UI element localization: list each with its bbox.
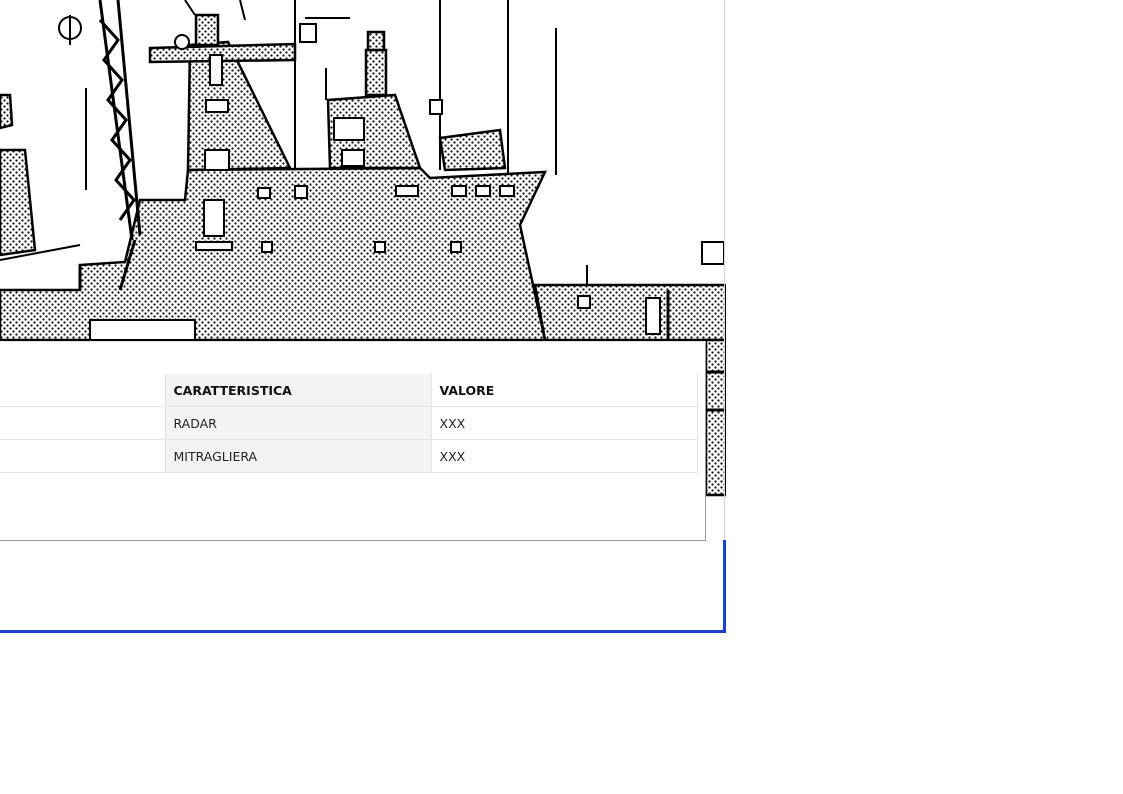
main-mast [148,13,297,172]
spec-panel: CARATTERISTICA VALORE RADAR XXX MITRAGLI… [0,341,706,541]
frame-divider [724,0,725,550]
lattice-crane [98,0,142,291]
selection-frame [0,540,726,633]
table-row-spacer [0,406,166,440]
table-row-spacer [0,439,166,473]
cell-caratteristica: MITRAGLIERA [165,439,432,473]
after-mast [326,30,507,172]
cell-caratteristica: RADAR [165,406,432,440]
cell-valore: XXX [431,406,698,440]
ship-details [0,23,725,341]
cell-valore: XXX [431,439,698,473]
column-header-valore: VALORE [431,374,698,407]
table-header-row: CARATTERISTICA VALORE [0,374,698,407]
hull-shape [0,93,726,497]
table-row-spacer [0,374,166,407]
table-row: MITRAGLIERA XXX [0,439,698,473]
antennas [58,0,588,285]
spec-table: CARATTERISTICA VALORE RADAR XXX MITRAGLI… [0,374,698,473]
column-header-caratteristica: CARATTERISTICA [165,374,432,407]
table-row: RADAR XXX [0,406,698,440]
ship-drawing-image [0,0,726,497]
